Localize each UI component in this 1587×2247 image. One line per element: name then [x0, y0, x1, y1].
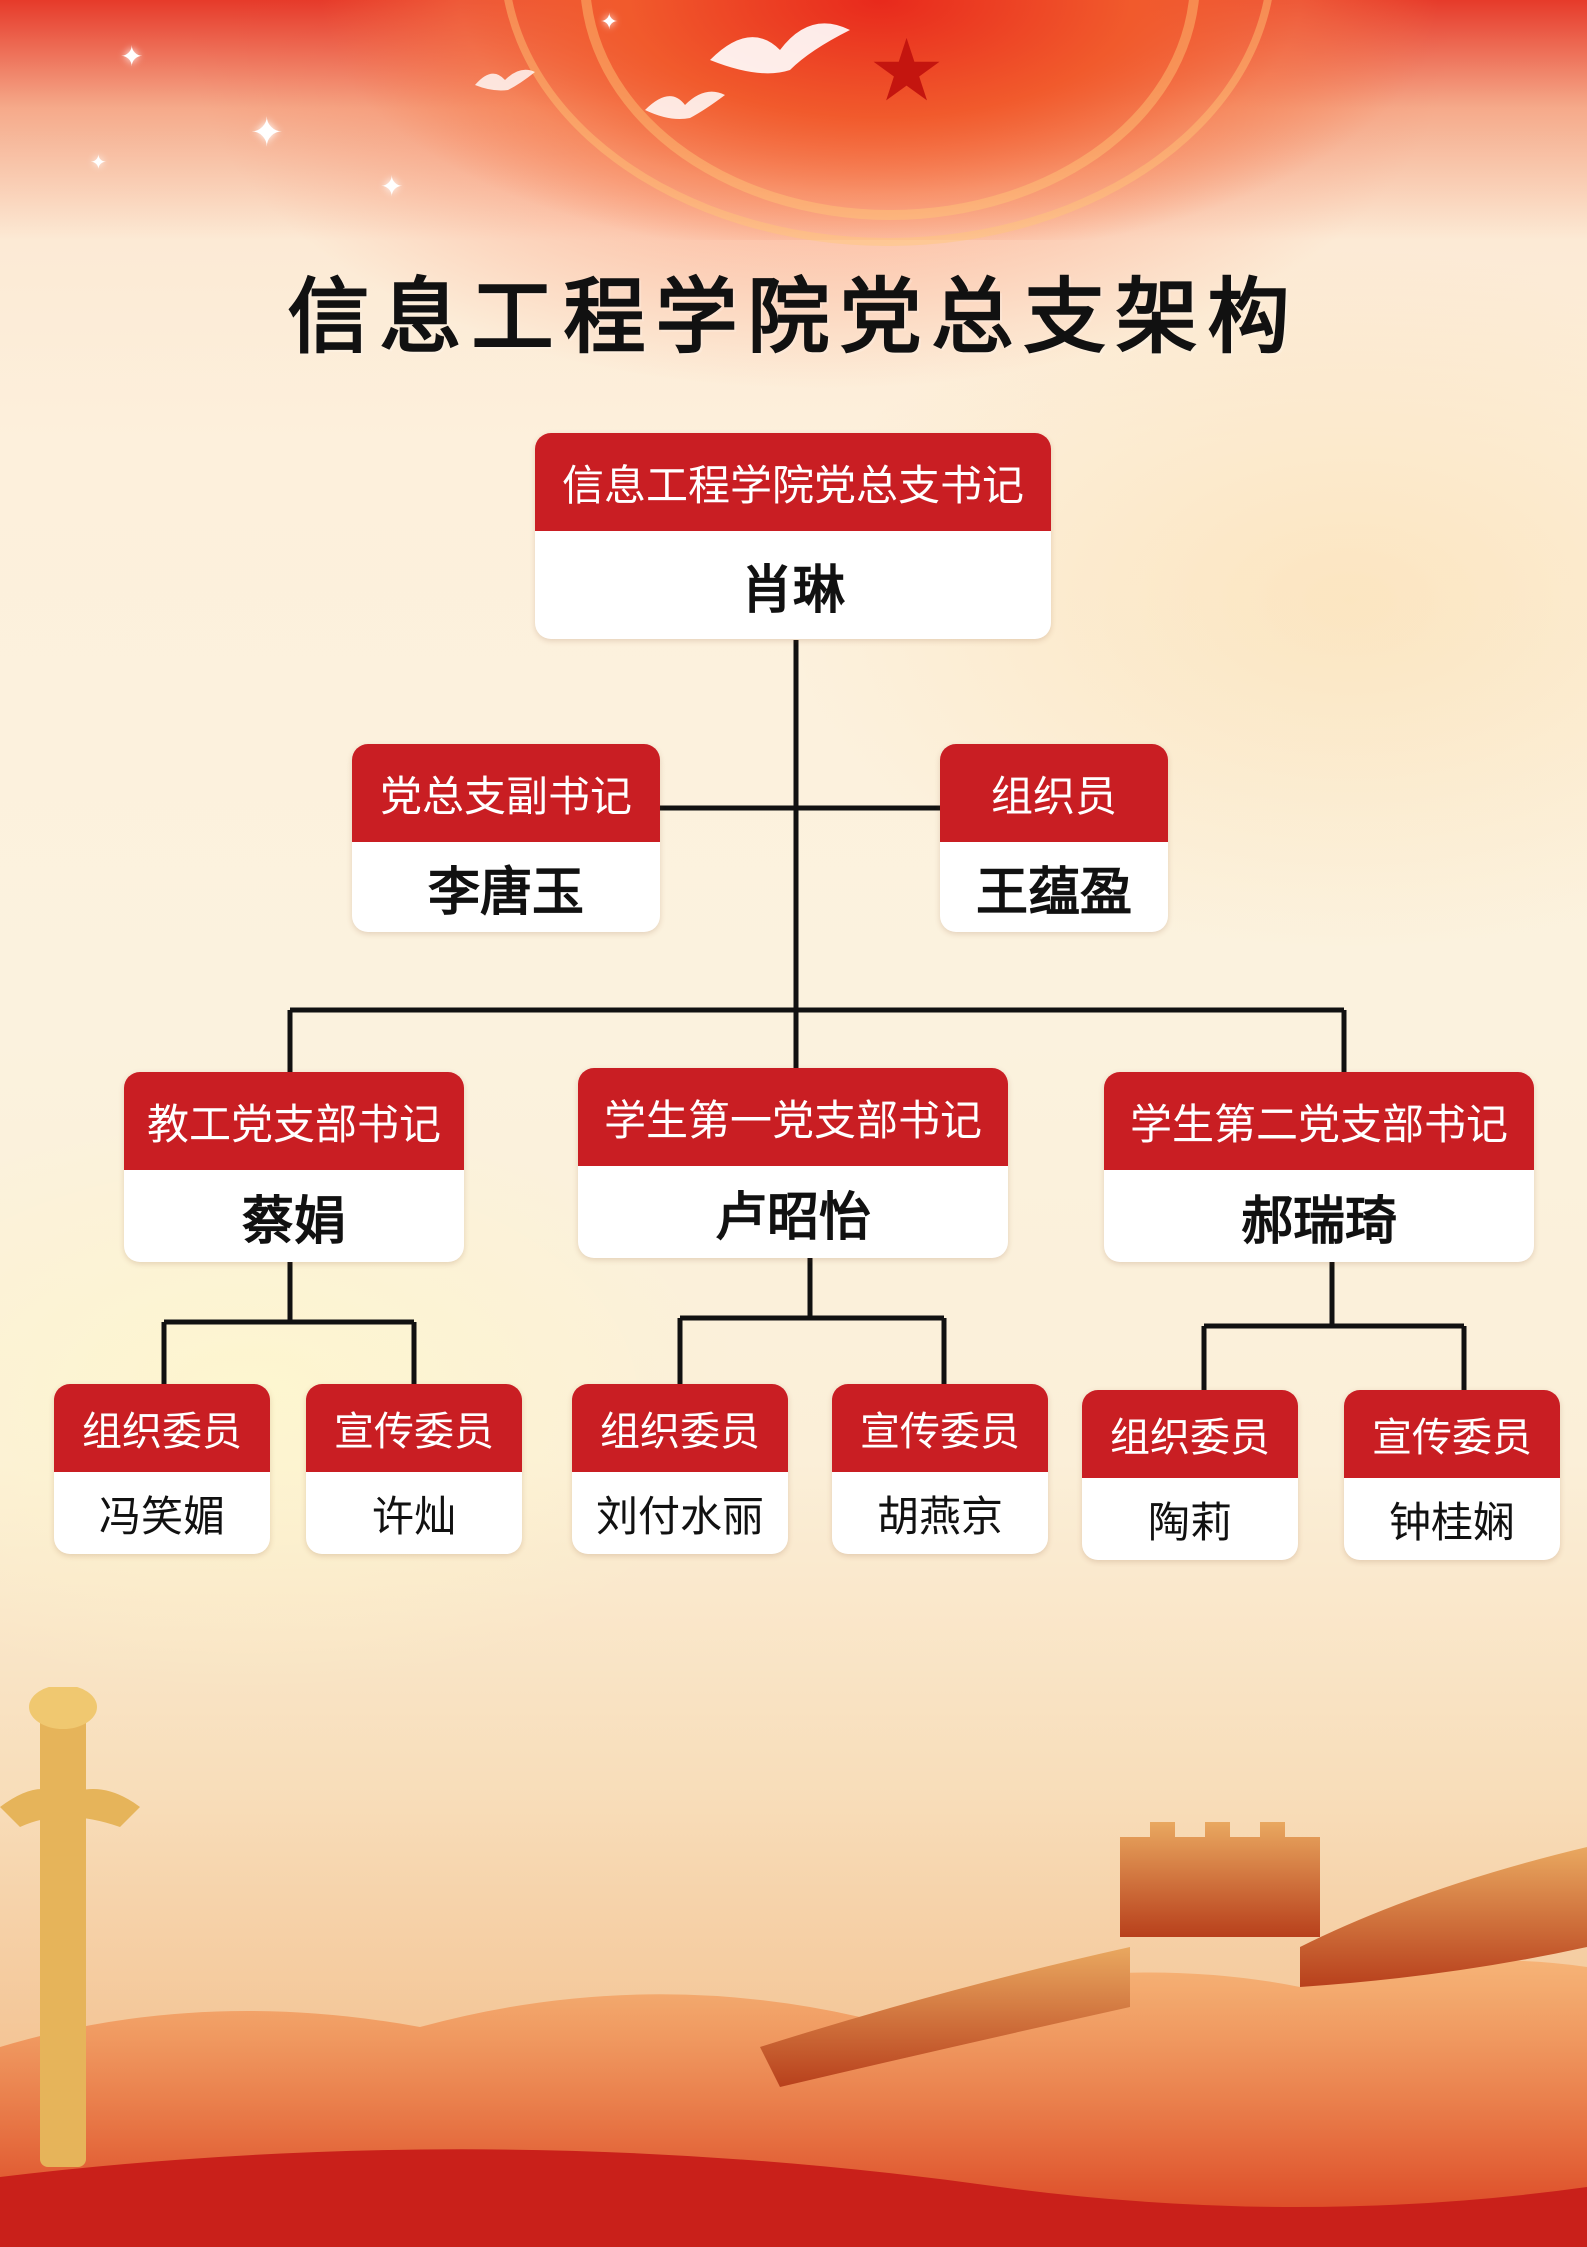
node-role: 宣传委员: [832, 1384, 1048, 1472]
node-name: 郝瑞琦: [1104, 1170, 1534, 1262]
node-role: 教工党支部书记: [124, 1072, 464, 1170]
node-role: 宣传委员: [306, 1384, 522, 1472]
node-role: 学生第一党支部书记: [578, 1068, 1008, 1166]
node-name: 肖琳: [535, 531, 1051, 639]
node-name: 胡燕京: [832, 1472, 1048, 1554]
node-name: 钟桂娴: [1344, 1478, 1560, 1560]
node-name: 冯笑媚: [54, 1472, 270, 1554]
org-node-member: 宣传委员 胡燕京: [832, 1384, 1048, 1554]
org-node-member: 组织委员 刘付水丽: [572, 1384, 788, 1554]
node-name: 王蕴盈: [940, 842, 1168, 932]
org-node-branch-student-1: 学生第一党支部书记 卢昭怡: [578, 1068, 1008, 1258]
org-node-head: 信息工程学院党总支书记 肖琳: [535, 433, 1051, 639]
org-node-branch-faculty: 教工党支部书记 蔡娟: [124, 1072, 464, 1262]
node-role: 组织员: [940, 744, 1168, 842]
node-role: 宣传委员: [1344, 1390, 1560, 1478]
node-role: 党总支副书记: [352, 744, 660, 842]
node-role: 信息工程学院党总支书记: [535, 433, 1051, 531]
node-role: 组织委员: [1082, 1390, 1298, 1478]
node-role: 组织委员: [572, 1384, 788, 1472]
org-node-member: 组织委员 冯笑媚: [54, 1384, 270, 1554]
org-node-deputy-secretary: 党总支副书记 李唐玉: [352, 744, 660, 932]
node-name: 陶莉: [1082, 1478, 1298, 1560]
node-name: 蔡娟: [124, 1170, 464, 1262]
node-role: 组织委员: [54, 1384, 270, 1472]
org-node-member: 宣传委员 许灿: [306, 1384, 522, 1554]
node-name: 许灿: [306, 1472, 522, 1554]
org-node-member: 宣传委员 钟桂娴: [1344, 1390, 1560, 1560]
org-node-branch-student-2: 学生第二党支部书记 郝瑞琦: [1104, 1072, 1534, 1262]
node-role: 学生第二党支部书记: [1104, 1072, 1534, 1170]
node-name: 刘付水丽: [572, 1472, 788, 1554]
org-node-organizer: 组织员 王蕴盈: [940, 744, 1168, 932]
node-name: 卢昭怡: [578, 1166, 1008, 1258]
org-node-member: 组织委员 陶莉: [1082, 1390, 1298, 1560]
node-name: 李唐玉: [352, 842, 660, 932]
